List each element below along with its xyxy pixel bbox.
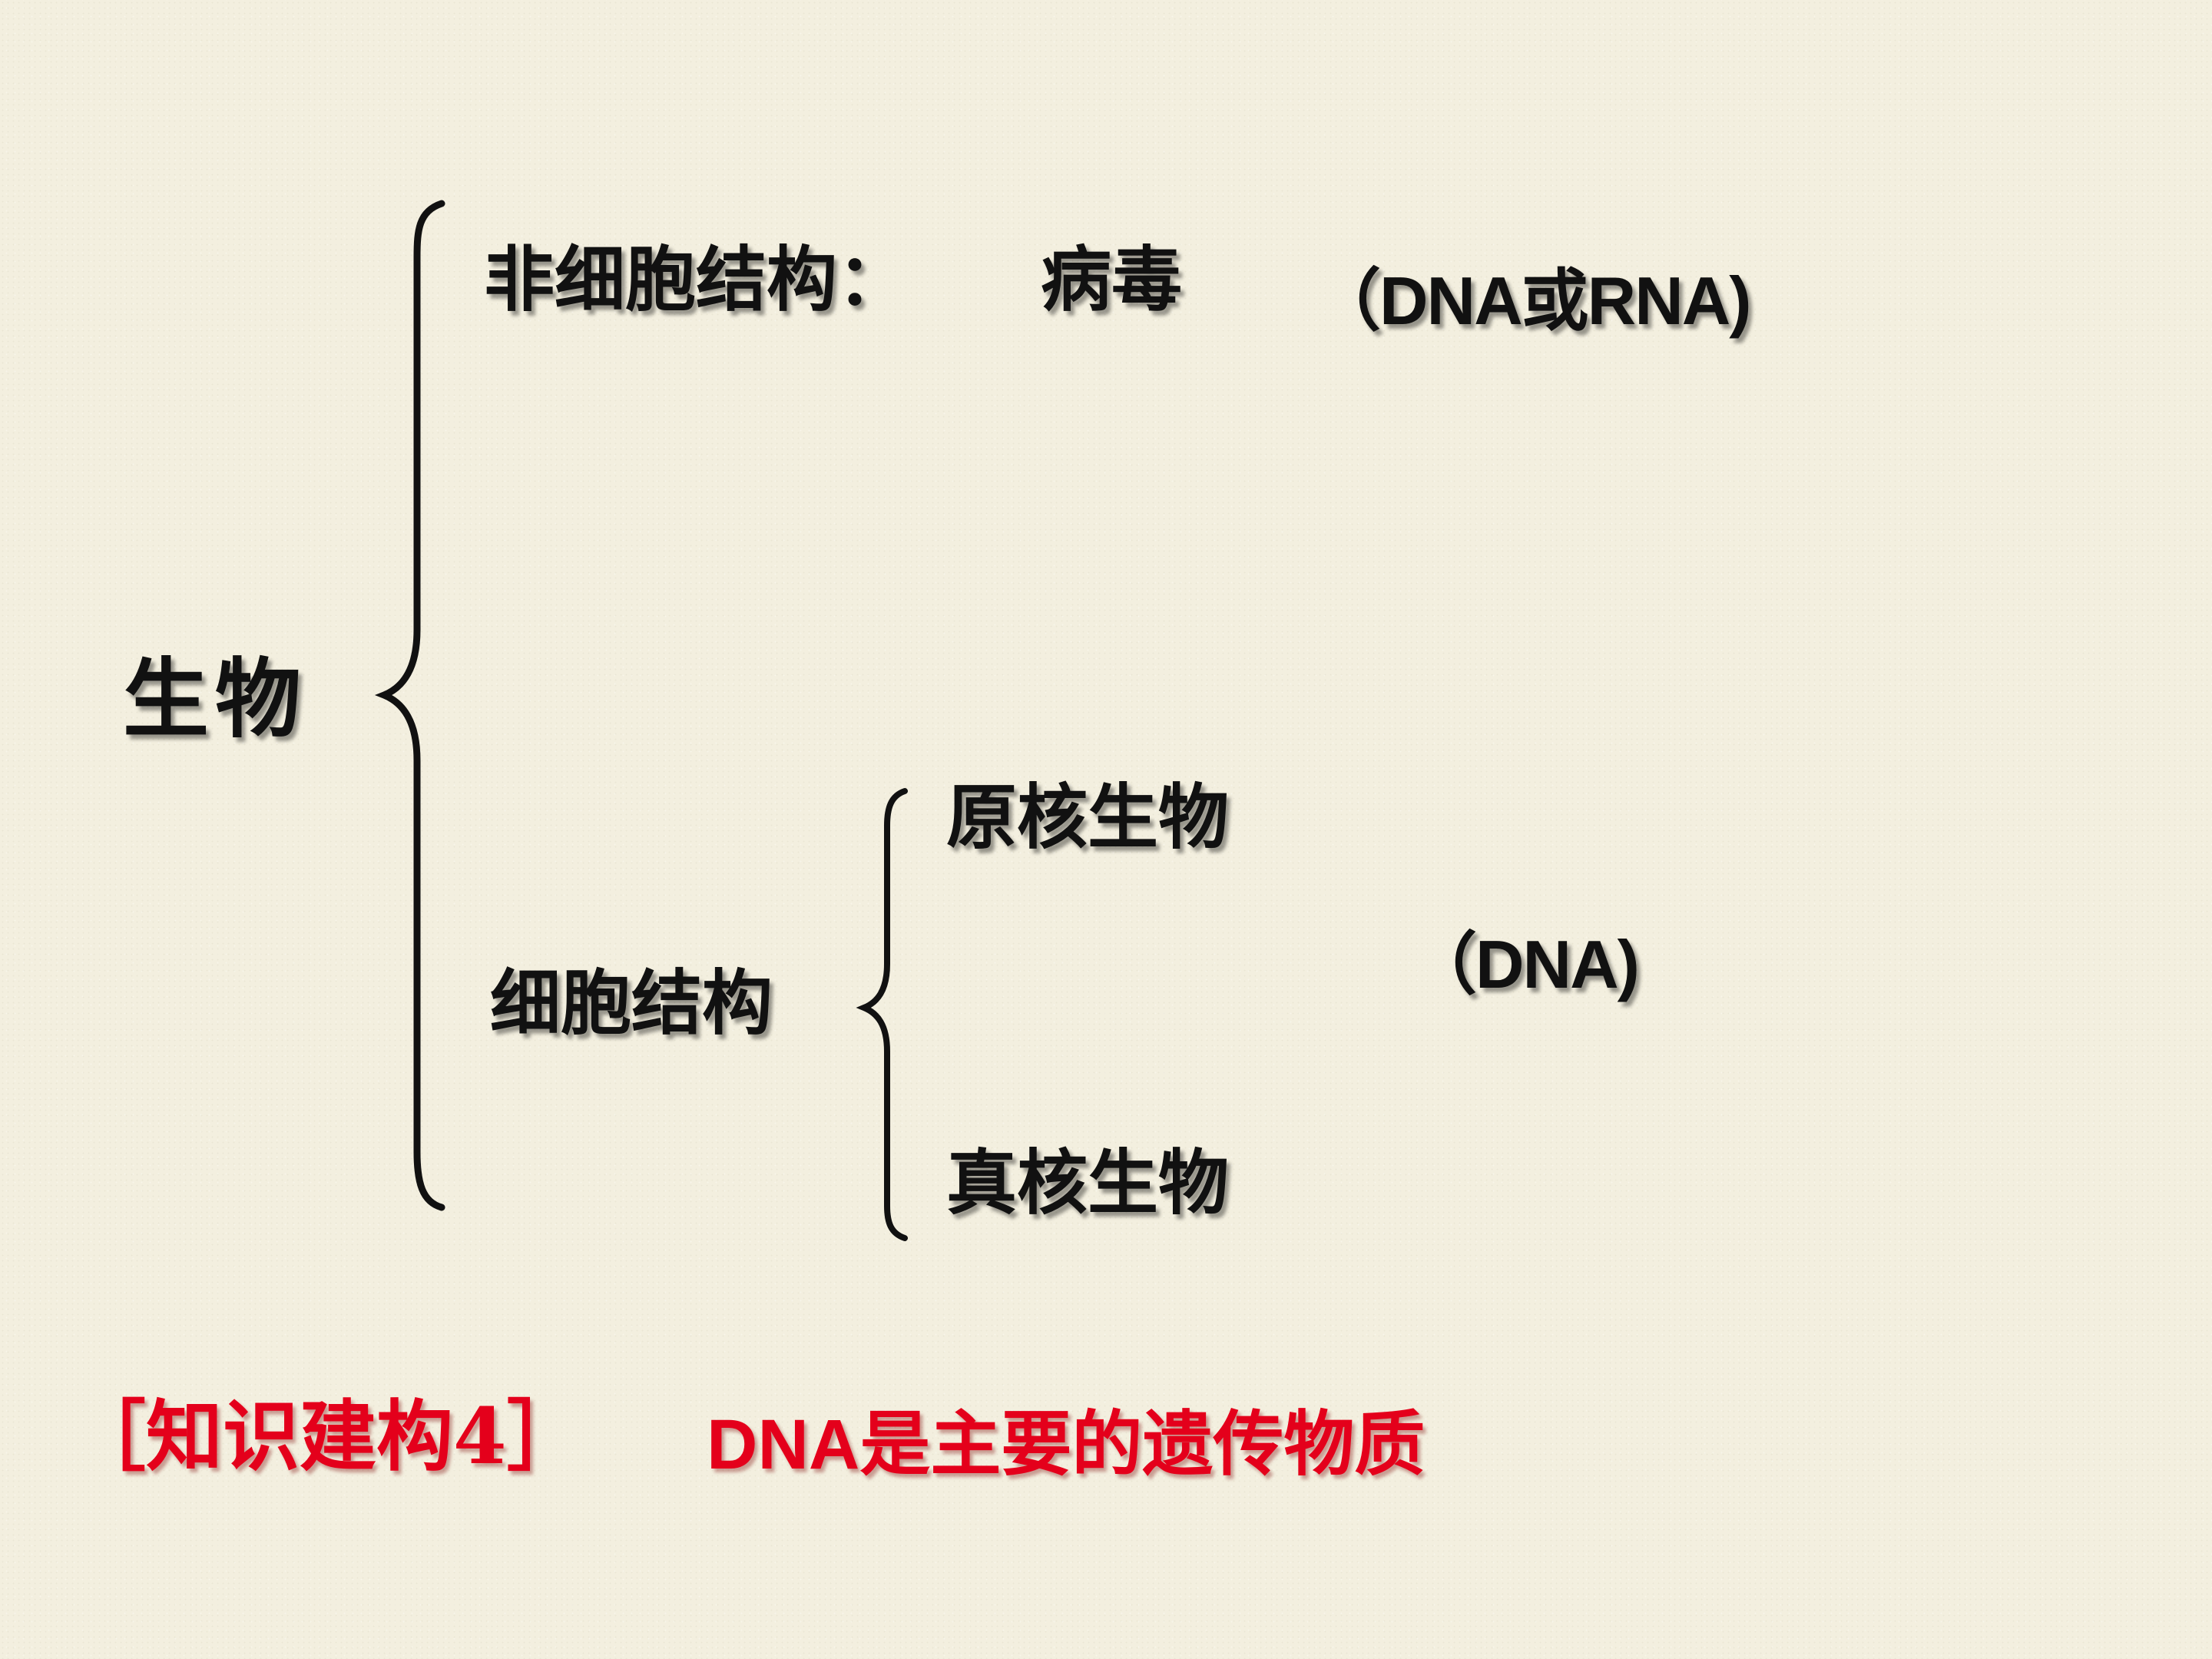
virus-label: 病毒	[1041, 238, 1183, 321]
cellular-label: 细胞结构	[490, 962, 773, 1045]
main-brace	[374, 200, 445, 1211]
noncellular-material: （DNA或RNA)	[1313, 263, 1752, 339]
prokaryote-label: 原核生物	[946, 776, 1230, 859]
cellular-brace	[856, 788, 908, 1241]
knowledge-tag: ［知识建构4］	[69, 1391, 584, 1482]
cellular-material: （DNA)	[1409, 926, 1640, 1002]
root-label: 生物	[123, 649, 307, 750]
noncellular-label: 非细胞结构：	[484, 238, 909, 321]
eukaryote-label: 真核生物	[946, 1141, 1230, 1224]
conclusion-statement: DNA是主要的遗传物质	[707, 1406, 1426, 1484]
